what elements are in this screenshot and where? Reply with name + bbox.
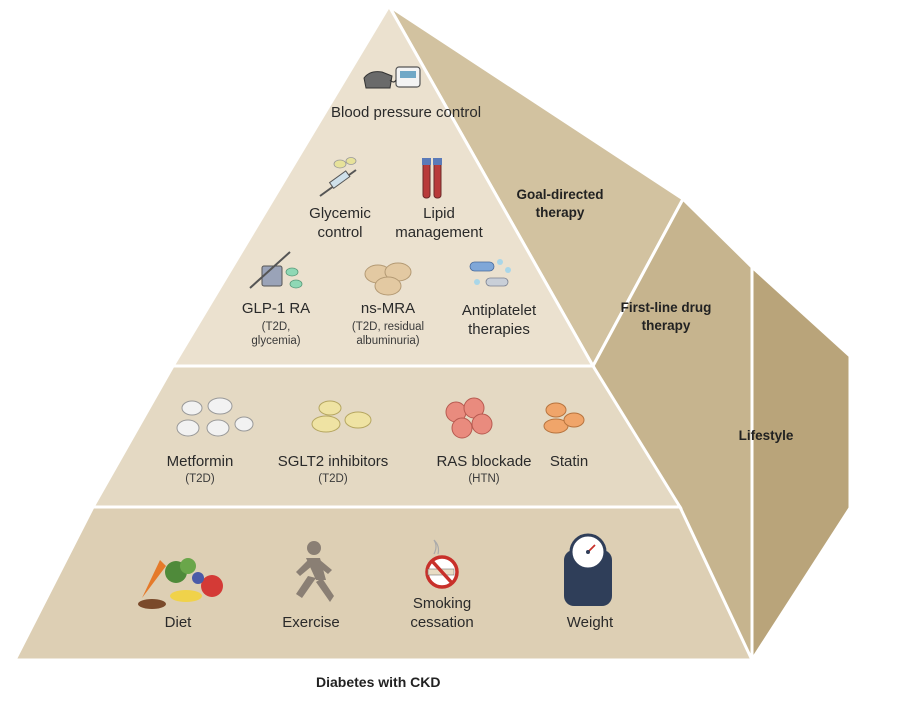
injection-pen-icon <box>249 251 303 289</box>
ns-mra-label: ns-MRA <box>360 300 416 317</box>
yellow-tablets-icon <box>311 400 372 433</box>
capsules-icon <box>469 259 511 287</box>
first-line-drug-therapy-label: First-line drug therapy <box>620 300 712 333</box>
pink-tablets-icon <box>445 397 493 439</box>
tablets-icon <box>364 262 412 296</box>
lipid-management-label: Lipid management <box>395 205 483 241</box>
smoking-cessation-label: Smoking cessation <box>410 595 474 631</box>
diet-label: Diet <box>164 614 192 631</box>
lifestyle-label: Lifestyle <box>738 428 794 443</box>
antiplatelet-therapies-label: Antiplatelet therapies <box>461 302 537 338</box>
metformin-sublabel: (T2D) <box>185 473 215 485</box>
lifestyle-side-face <box>750 263 852 666</box>
blood-pressure-monitor-icon <box>363 66 421 89</box>
white-tablets-icon <box>176 397 254 437</box>
ras-blockade-sublabel: (HTN) <box>468 473 500 485</box>
ns-mra-sublabel: (T2D, residual albuminuria) <box>351 321 425 347</box>
syringe-icon <box>319 157 357 197</box>
metformin-label: Metformin <box>166 453 234 470</box>
blood-pressure-control-label: Blood pressure control <box>331 104 482 121</box>
bottom-tier-face <box>12 505 755 662</box>
glycemic-control-label: Glycemic control <box>309 205 371 241</box>
exercise-label: Exercise <box>282 614 340 631</box>
no-smoking-icon <box>425 539 459 589</box>
diagram-caption: Diabetes with CKD <box>316 674 441 690</box>
glp1-ra-sublabel: (T2D, glycemia) <box>251 321 301 347</box>
goal-directed-therapy-label: Goal-directed therapy <box>516 187 604 220</box>
sglt2-inhibitors-label: SGLT2 inhibitors <box>277 453 389 470</box>
glp1-ra-label: GLP-1 RA <box>241 300 311 317</box>
scale-icon <box>564 533 612 606</box>
ras-blockade-label: RAS blockade <box>436 453 532 470</box>
runner-icon <box>296 541 334 602</box>
sglt2-inhibitors-sublabel: (T2D) <box>318 473 348 485</box>
orange-tablets-icon <box>543 402 585 434</box>
statin-label: Statin <box>549 453 589 470</box>
blood-tubes-icon <box>422 158 442 199</box>
food-icon <box>138 558 223 609</box>
weight-label: Weight <box>566 614 614 631</box>
